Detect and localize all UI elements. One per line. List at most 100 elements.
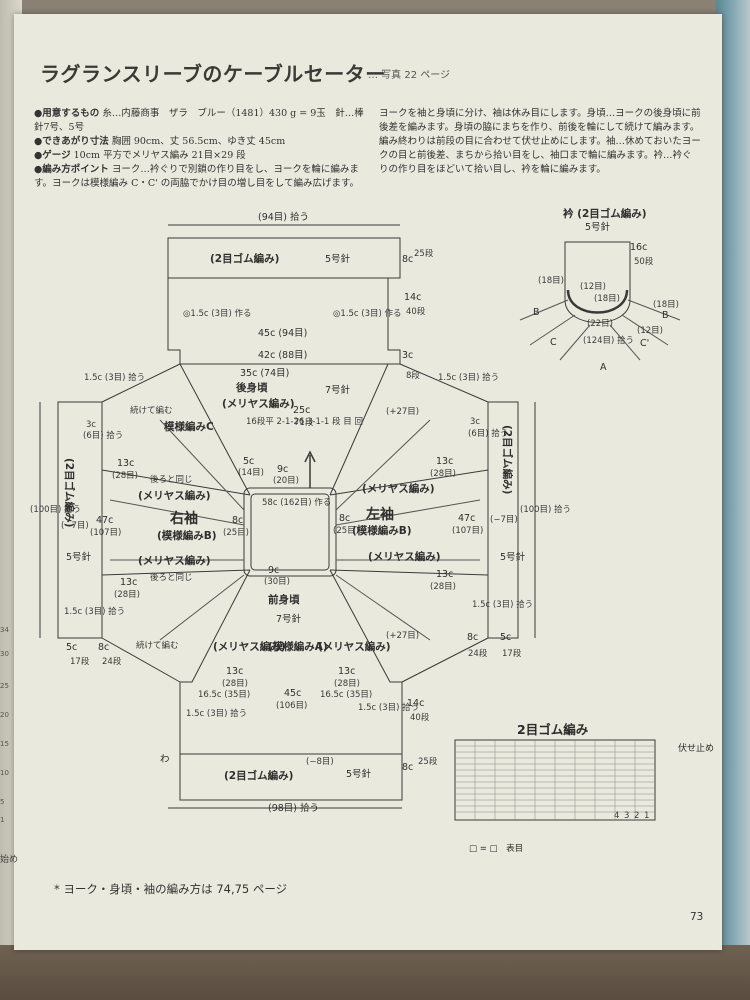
back-rib-height: 8c	[402, 254, 413, 265]
right-sleeve-minus7: (−7目)	[61, 521, 89, 531]
right-sleeve-47c: 47c	[96, 515, 113, 526]
back-yoke-mark-left: ◎1.5c (3目) 作る	[183, 308, 252, 319]
right-sleeve-rib: (2目ゴム編み)	[63, 458, 76, 527]
collar-needle: 5号針	[585, 221, 611, 233]
front-pickup-right: 1.5c (3目) 拾う	[358, 702, 419, 713]
back-top-14: (14目)	[238, 468, 264, 478]
left-sleeve-outline	[329, 363, 489, 683]
rib-chart-grid	[454, 739, 656, 821]
front-28-right: (28目)	[334, 679, 360, 689]
size-text: 胸囲 90cm、丈 56.5cm、ゆき丈 45cm	[111, 136, 286, 147]
front-rib-height: 8c	[402, 762, 413, 773]
front-wa-mark: わ	[160, 754, 170, 765]
left-sleeve-100: (100目) 拾う	[520, 504, 571, 515]
right-sleeve-pickup-mark: 1.5c (3目) 拾う	[84, 372, 145, 383]
rib-chart-col-2: 2	[634, 811, 639, 821]
left-sleeve-28: (28目)	[430, 469, 456, 479]
ruler-label: 34	[0, 626, 9, 634]
collar-12-right: (12目)	[637, 326, 663, 336]
left-sleeve-bottom-5c: 5c	[500, 632, 511, 643]
right-sleeve-meriyasu: (メリヤス編み)	[138, 489, 211, 502]
right-sleeve-8c: 8c	[232, 515, 243, 526]
front-length-rows: 40段	[410, 712, 430, 723]
collar-b-left: B	[533, 307, 540, 318]
rib-chart-col-1: 1	[644, 811, 649, 821]
rib-chart-col-4: 4	[614, 811, 619, 821]
back-rib-panel	[167, 237, 401, 279]
left-sleeve-bottom-24: 24段	[468, 648, 488, 659]
right-sleeve-cuff	[57, 401, 103, 639]
materials-text: 糸…内藤商事 ザラ ブルー（1481）430 g = 9玉 針…棒針7号、5号	[34, 108, 364, 133]
front-rib-label: (2目ゴム編み)	[224, 769, 293, 782]
left-sleeve-plus27: (+27目)	[386, 407, 419, 417]
neck-opening-outer	[243, 487, 337, 577]
collar-22: (22目)	[587, 319, 613, 329]
collar-18-right: (18目)	[653, 300, 679, 310]
rib-chart-bindoff-label: 伏せ止め	[678, 744, 715, 754]
back-length: 14c	[404, 292, 421, 303]
ruler-label: 10	[0, 769, 9, 777]
right-sleeve-3c: 3c	[86, 420, 96, 430]
left-sleeve-8c: 8c	[339, 513, 350, 524]
yoke-rows: 71段	[294, 417, 314, 428]
right-sleeve-pattern-c: 模様編みC	[164, 420, 214, 433]
right-sleeve-bottom-24: 24段	[102, 656, 122, 667]
back-rib-label: (2目ゴム編み)	[210, 252, 279, 265]
neck-opening-inner	[250, 493, 330, 571]
yoke-pattern-lines	[109, 419, 481, 641]
left-sleeve-bottom-17: 17段	[502, 648, 522, 659]
left-sleeve-13c-2: 13c	[436, 569, 453, 580]
right-sleeve-bottom-5c: 5c	[66, 642, 77, 653]
back-top-20: (20目)	[273, 476, 299, 486]
front-165-left: 16.5c (35目)	[198, 690, 250, 700]
right-sleeve-same-2: 後ろと同じ	[150, 572, 193, 583]
gauge-key: ●ゲージ	[34, 150, 71, 161]
right-sleeve-bottom-17: 17段	[70, 656, 90, 667]
back-top-5c: 5c	[243, 456, 254, 467]
left-sleeve-meriyasu-2: (メリヤス編み)	[368, 550, 441, 563]
left-sleeve-3c: 3c	[470, 417, 480, 427]
left-sleeve-28-2: (28目)	[430, 582, 456, 592]
back-length-rows: 40段	[406, 306, 426, 317]
collar-a: A	[600, 362, 607, 373]
backdrop-table	[0, 945, 750, 1000]
left-sleeve-47c: 47c	[458, 513, 475, 524]
right-sleeve-28-2: (28目)	[114, 590, 140, 600]
back-body-needle: 7号針	[325, 384, 351, 396]
collar-50: 50段	[634, 256, 654, 267]
front-minus8: (−8目)	[306, 757, 334, 767]
right-sleeve-100: (100目) 拾う	[30, 504, 81, 515]
left-sleeve-minus7: (−7目)	[490, 515, 518, 525]
right-sleeve-25: (25目)	[223, 528, 249, 538]
left-sleeve-13c: 13c	[436, 456, 453, 467]
front-width-st: (106目)	[276, 701, 307, 711]
back-width-35: 35c (74目)	[240, 368, 289, 379]
cuff-dimension-lines	[39, 402, 536, 638]
front-pattern-a: (模様編みA)	[268, 640, 328, 653]
instructions-text: ヨークを袖と身頃に分け、袖は休み目にします。身頃…ヨークの後身頃に前後差を編みま…	[379, 108, 701, 175]
front-top-9c: 9c	[268, 565, 279, 576]
yoke-height: 25c	[293, 405, 310, 416]
back-top-9c: 9c	[277, 464, 288, 475]
right-sleeve-continue: 続けて編む	[130, 405, 173, 416]
front-rib-panel	[179, 753, 403, 801]
back-rib-needle: 5号針	[325, 253, 351, 265]
front-28-left: (28目)	[222, 679, 248, 689]
front-top-30: (30目)	[264, 577, 290, 587]
right-sleeve-outline	[101, 363, 251, 683]
back-body-title: 後身頃	[235, 381, 268, 394]
front-meriyasu-right: (メリヤス編み)	[318, 640, 391, 653]
left-sleeve-25: (25目)	[333, 526, 359, 536]
ruler-label: 1	[0, 816, 5, 824]
materials-key: ●用意するもの	[34, 108, 100, 119]
size-key: ●できあがり寸法	[34, 136, 109, 147]
left-sleeve-plus27-2: (+27目)	[386, 631, 419, 641]
collar-124: (124目) 拾う	[583, 335, 634, 346]
left-sleeve-cuff	[487, 401, 519, 639]
right-sleeve-pickup-bottom: 1.5c (3目) 拾う	[64, 606, 125, 617]
right-sleeve-bottom-8c: 8c	[98, 642, 109, 653]
page-number: 73	[690, 911, 704, 923]
back-raglan-lines	[179, 363, 389, 496]
back-body-outline	[167, 278, 401, 365]
